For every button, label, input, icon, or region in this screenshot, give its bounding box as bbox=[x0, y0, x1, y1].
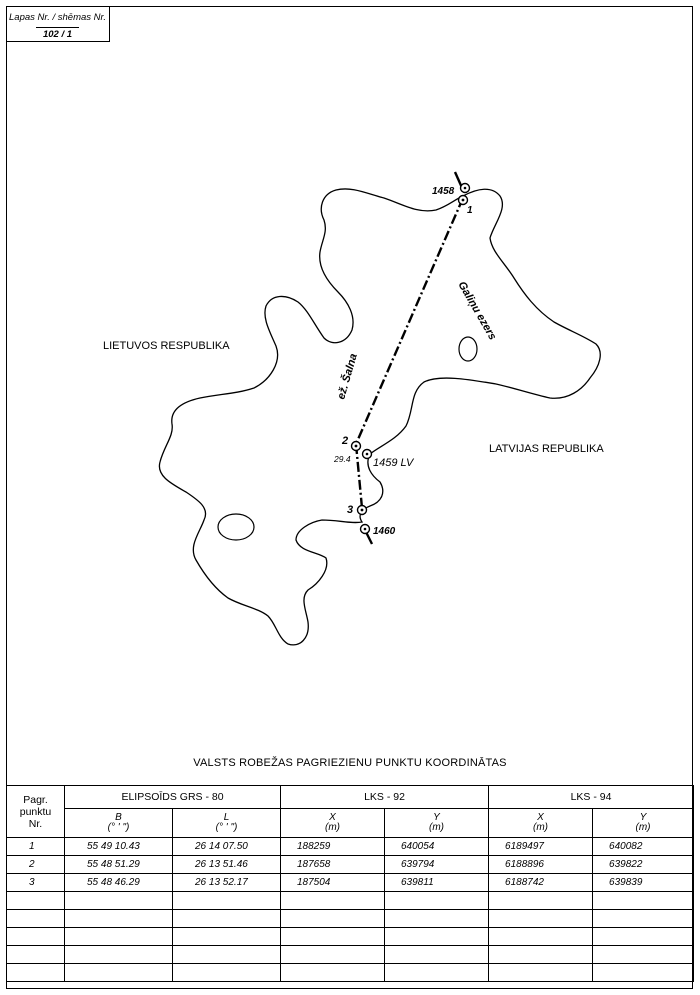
sheet-frame bbox=[6, 6, 693, 989]
table-row: 3 55 48 46.29 26 13 52.17 187504 639811 … bbox=[6, 873, 695, 892]
header-point-line3: Nr. bbox=[28, 817, 43, 830]
subheader-x-lks92: X(m) bbox=[280, 808, 385, 838]
country-label-latvia: LATVIJAS REPUBLIKA bbox=[489, 443, 604, 455]
header-lks94: LKS - 94 bbox=[488, 785, 695, 809]
empty-row bbox=[6, 909, 695, 928]
point-label-1: 1 bbox=[467, 205, 473, 216]
header-point-number: Pagr. punktu Nr. bbox=[6, 785, 65, 838]
subheader-y-lks92: Y(m) bbox=[383, 808, 490, 838]
point-label-2: 2 bbox=[341, 435, 348, 447]
sheet-number: 102 / 1 bbox=[36, 27, 79, 40]
point-label-3: 3 bbox=[347, 504, 353, 516]
subheader-b: B(° ' ") bbox=[64, 808, 173, 838]
header-point-line2: punktu bbox=[19, 805, 52, 818]
subheader-l: L(° ' ") bbox=[172, 808, 281, 838]
subheader-x-lks94: X(m) bbox=[488, 808, 594, 838]
border-mark-1459 bbox=[361, 448, 373, 460]
lake-shoreline bbox=[158, 188, 601, 646]
sheet-label: Lapas Nr. / shēmas Nr. bbox=[9, 12, 106, 23]
mark-label-1459: 1459 LV bbox=[373, 457, 415, 469]
island-east bbox=[458, 336, 478, 362]
table-row: 1 55 49 10.43 26 14 07.50 188259 640054 … bbox=[6, 837, 695, 856]
coordinates-table: Pagr. punktu Nr. ELIPSOĪDS GRS - 80 LKS … bbox=[6, 785, 695, 982]
boundary-map: LIETUVOS RESPUBLIKA LATVIJAS REPUBLIKA e… bbox=[103, 171, 604, 646]
table-row: 2 55 48 51.29 26 13 51.46 187658 639794 … bbox=[6, 855, 695, 874]
lake-label-galinu: Galiņu ezers bbox=[455, 280, 498, 343]
country-label-lithuania: LIETUVOS RESPUBLIKA bbox=[103, 340, 230, 352]
state-boundary-line-south bbox=[354, 443, 364, 509]
turn-point-3 bbox=[356, 504, 368, 516]
turn-point-2 bbox=[350, 440, 362, 452]
border-mark-1458 bbox=[459, 182, 471, 194]
header-point-line1: Pagr. bbox=[23, 793, 48, 806]
state-boundary-line bbox=[354, 197, 465, 445]
header-lks92: LKS - 92 bbox=[279, 785, 490, 809]
lake-label-salna: ež. Šalna bbox=[334, 352, 359, 401]
empty-row bbox=[6, 963, 695, 982]
header-grs80: ELIPSOĪDS GRS - 80 bbox=[64, 785, 281, 809]
sheet-number-box: Lapas Nr. / shēmas Nr. 102 / 1 bbox=[6, 6, 110, 42]
mark-label-1458: 1458 bbox=[432, 186, 455, 197]
table-caption: VALSTS ROBEŽAS PAGRIEZIENU PUNKTU KOORDI… bbox=[193, 757, 507, 769]
empty-row bbox=[6, 891, 695, 910]
subheader-y-lks94: Y(m) bbox=[592, 808, 695, 838]
mark-label-1460: 1460 bbox=[373, 526, 396, 537]
empty-row bbox=[6, 927, 695, 946]
empty-row bbox=[6, 945, 695, 964]
turn-point-1 bbox=[457, 194, 469, 206]
distance-label: 29.4 bbox=[333, 454, 351, 464]
island-south bbox=[217, 513, 255, 541]
border-mark-1460 bbox=[359, 523, 371, 535]
